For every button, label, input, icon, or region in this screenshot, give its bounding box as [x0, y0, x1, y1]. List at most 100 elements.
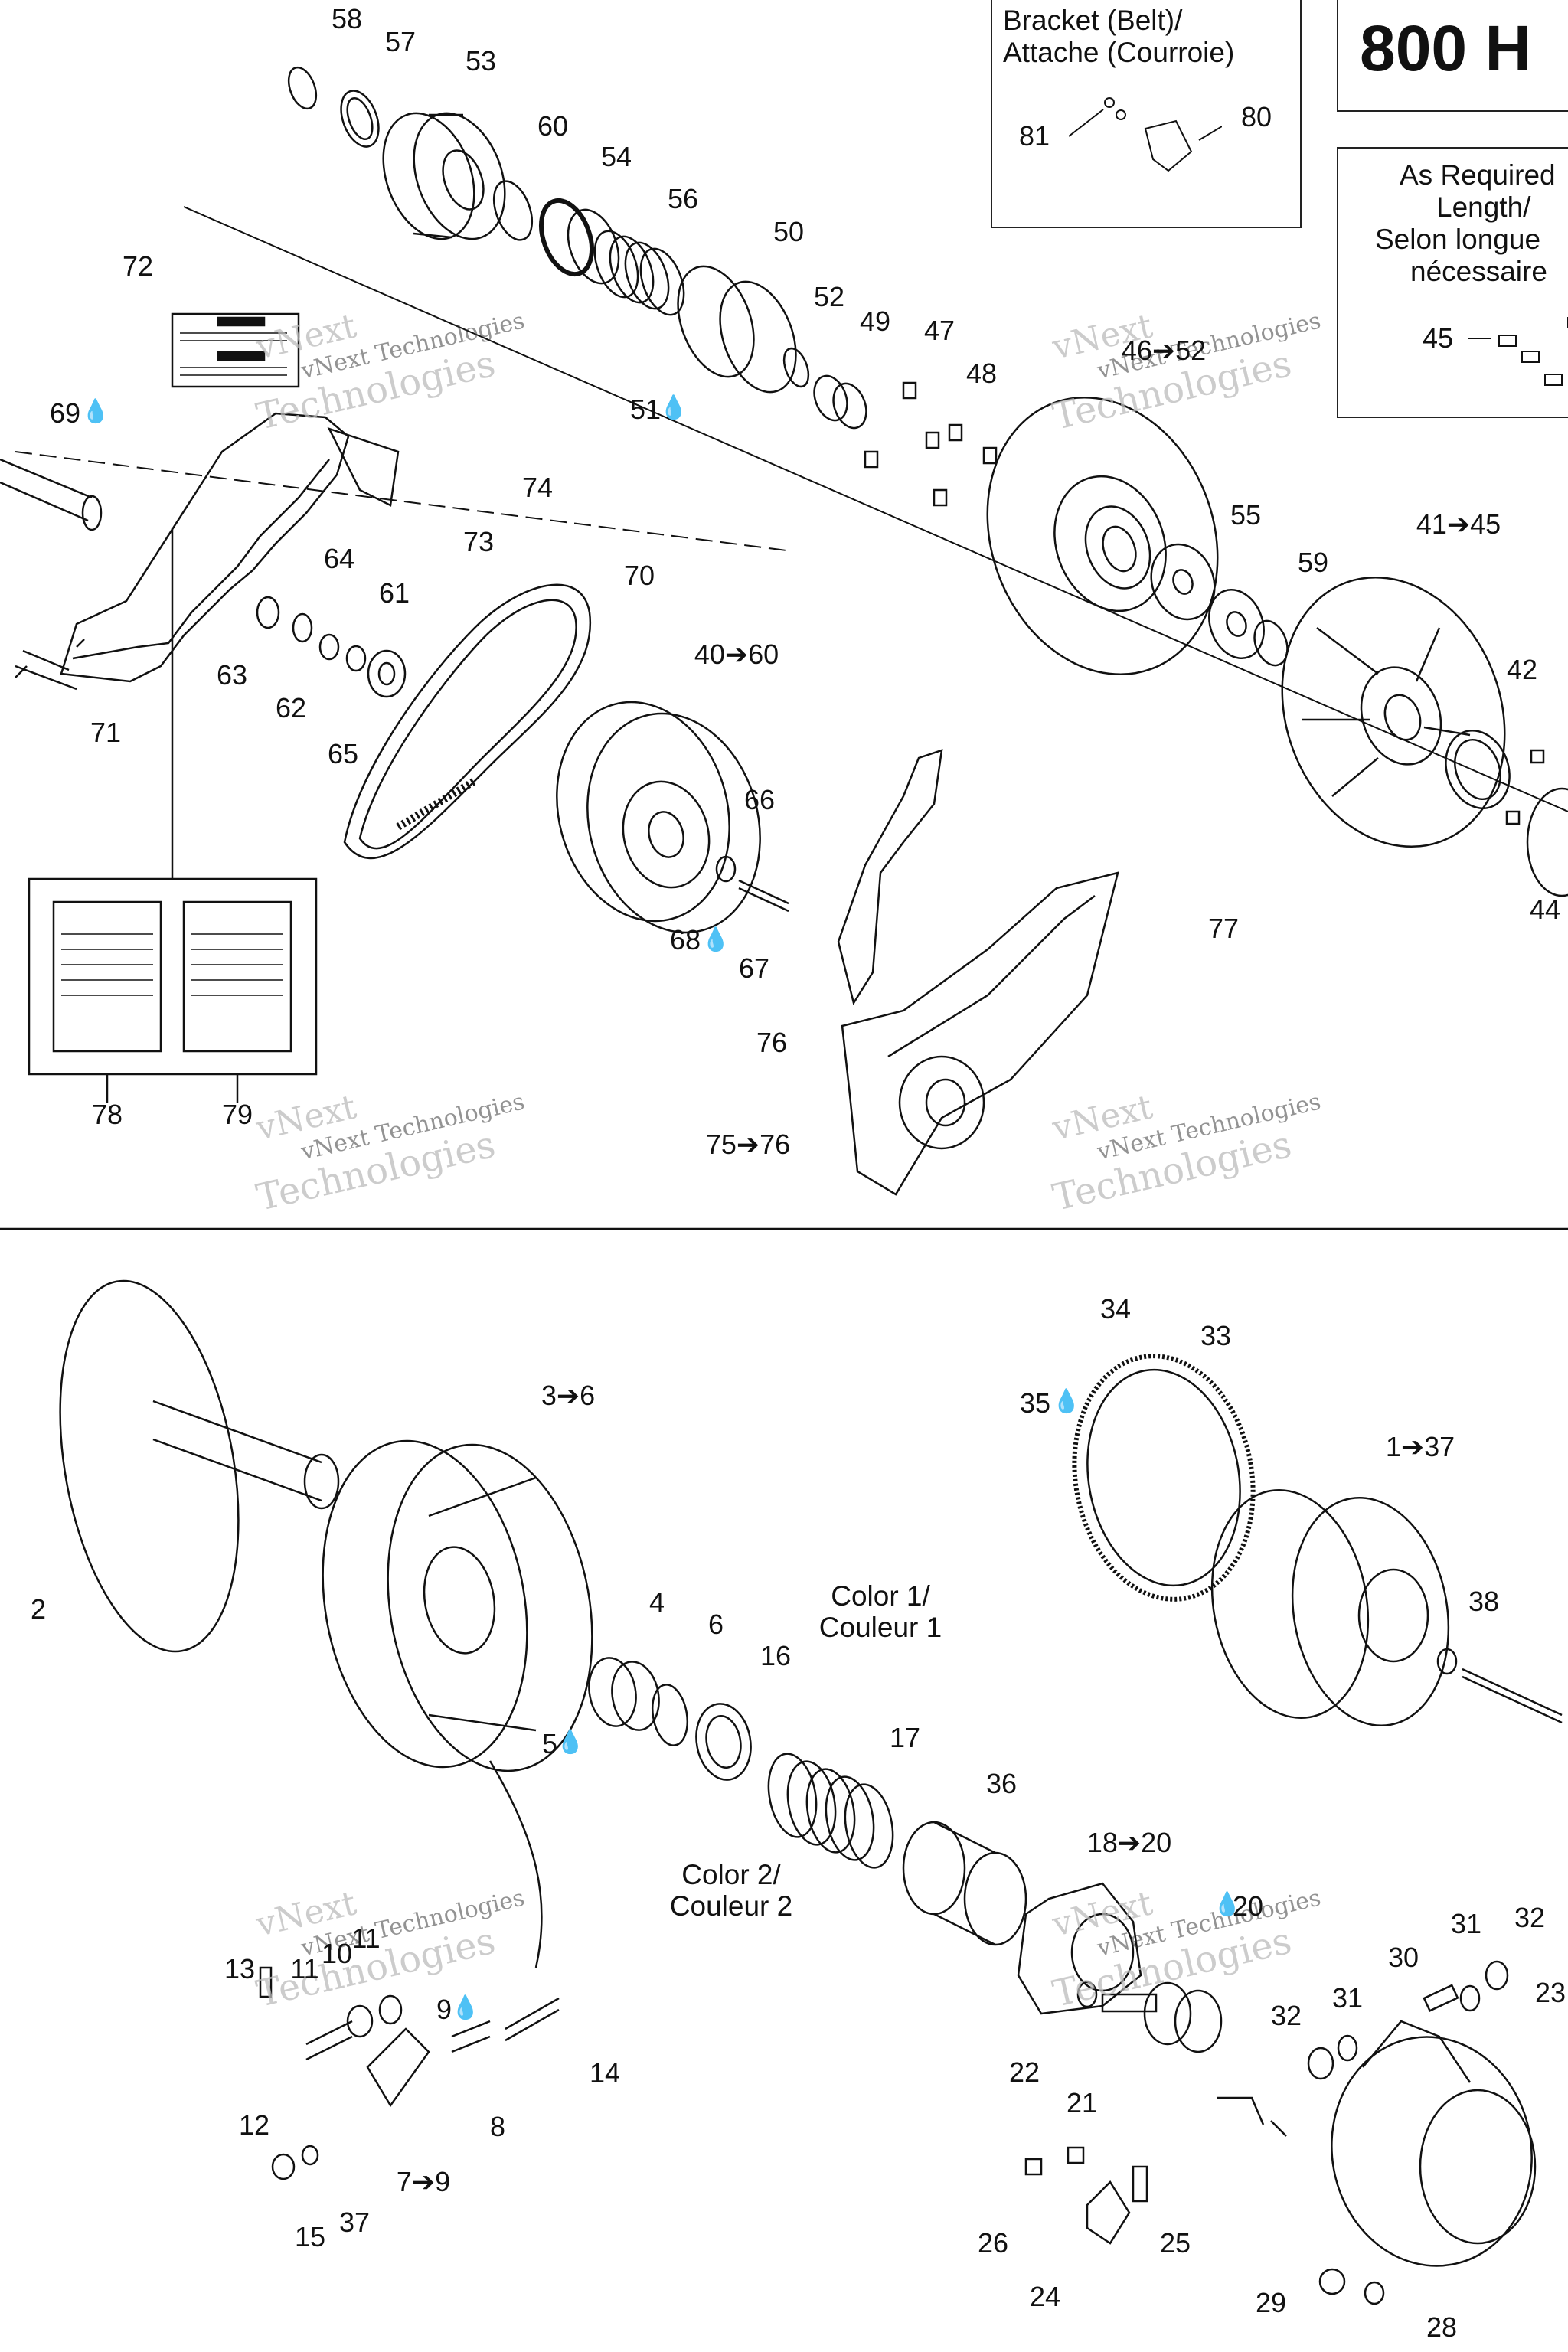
ring-57: [340, 90, 380, 148]
callout-81: 81: [1018, 120, 1050, 152]
callout-44: 44: [1529, 893, 1561, 925]
color-1-line1: Color 1/: [831, 1580, 930, 1612]
retaining-ring-58: [287, 66, 318, 110]
callout-72: 72: [122, 250, 154, 282]
callout-25: 25: [1159, 2227, 1191, 2259]
callout-46-52: 46➔52: [1121, 335, 1207, 366]
oil-drop-icon-20: 💧: [1213, 1892, 1242, 1917]
callout-70: 70: [623, 560, 655, 591]
color-2-note: Color 2/ Couleur 2: [670, 1859, 792, 1922]
callout-74: 74: [521, 472, 554, 503]
callout-32-b: 32: [1270, 2000, 1302, 2031]
callout-15: 15: [294, 2221, 326, 2252]
callout-10: 10: [321, 1938, 353, 1969]
bracket-icon: [1069, 97, 1222, 172]
bolt-66-67: [715, 855, 789, 913]
ring-59: [1253, 619, 1289, 667]
callout-40-60: 40➔60: [694, 639, 779, 670]
small-rings-61-65: [256, 596, 407, 698]
callout-67: 67: [738, 952, 770, 984]
oil-drop-icon-35: 💧: [1052, 1389, 1081, 1414]
oil-drop-icon-51: 💧: [659, 395, 688, 420]
callout-3-6: 3➔6: [541, 1380, 596, 1411]
callout-76: 76: [756, 1027, 788, 1058]
callout-1-37: 1➔37: [1385, 1431, 1455, 1462]
spring-42: [1445, 730, 1511, 809]
bolt-38: [1436, 1648, 1563, 1724]
ring-gear-33: [1072, 1354, 1256, 1602]
callout-35: 35: [1019, 1387, 1051, 1419]
screws-47-48: [864, 381, 998, 507]
assembly-leader-arrow: [488, 1760, 543, 1968]
callout-18-20: 18➔20: [1086, 1827, 1172, 1858]
callout-21: 21: [1066, 2087, 1098, 2118]
callout-26: 26: [977, 2227, 1009, 2259]
callout-45: 45: [1422, 322, 1454, 354]
ring-60: [492, 180, 534, 241]
callout-11-b: 11: [351, 1922, 381, 1954]
callout-78: 78: [91, 1099, 123, 1130]
callout-80: 80: [1240, 101, 1272, 132]
shaft-69: [0, 458, 103, 531]
assembly-leader-arrow-2: [1217, 2096, 1265, 2125]
callout-69: 69: [49, 397, 81, 429]
as-required-line4: nécessaire: [1410, 256, 1547, 287]
sheave-41-45: [1281, 576, 1506, 848]
small-parts-21-32: [1024, 1960, 1509, 2305]
bracket-inset-line1: Bracket (Belt)/: [1003, 5, 1183, 36]
color-2-line1: Color 2/: [681, 1859, 781, 1890]
callout-60: 60: [537, 110, 569, 142]
callout-31-b: 31: [1331, 1982, 1364, 2014]
callout-55: 55: [1230, 499, 1262, 531]
callout-42: 42: [1506, 654, 1538, 685]
callout-31-a: 31: [1450, 1908, 1482, 1939]
callout-4: 4: [648, 1586, 665, 1618]
oil-drop-icon-68: 💧: [701, 927, 730, 952]
cylinder-36: [902, 1821, 1027, 1946]
color-1-line2: Couleur 1: [818, 1612, 942, 1643]
callout-2: 2: [30, 1593, 47, 1625]
callout-68: 68: [669, 924, 701, 956]
sheave-40-60: [556, 701, 761, 934]
movable-sheave-3-6: [322, 1439, 593, 1772]
callout-7-9: 7➔9: [396, 2166, 451, 2197]
label-panel-78-79: [28, 528, 318, 1102]
fixed-sheave-2: [59, 1279, 340, 1653]
color-2-line2: Couleur 2: [669, 1890, 793, 1922]
color-1-note: Color 1/ Couleur 1: [819, 1580, 942, 1643]
callout-75-76: 75➔76: [705, 1129, 791, 1160]
callout-28: 28: [1426, 2311, 1458, 2343]
callout-32-a: 32: [1514, 1902, 1546, 1933]
bushing-near-32: [1143, 1981, 1223, 2053]
callout-61: 61: [378, 577, 410, 609]
spring-56: [593, 230, 685, 316]
callout-29: 29: [1255, 2287, 1287, 2318]
oil-drop-icon-5: 💧: [556, 1730, 585, 1755]
callout-47: 47: [923, 315, 956, 346]
callout-58: 58: [331, 3, 363, 34]
as-required-line3: Selon longue: [1375, 224, 1541, 255]
model-title-box: 800 H: [1337, 0, 1568, 112]
callout-30: 30: [1387, 1942, 1419, 1973]
callout-5: 5: [541, 1728, 558, 1759]
bracket-inset-box: Bracket (Belt)/ Attache (Courroie) 81 80: [991, 0, 1302, 228]
callout-54: 54: [600, 141, 632, 172]
bushing-54: [539, 198, 620, 285]
drive-belt-70: [343, 583, 592, 860]
bushing-4: [588, 1657, 660, 1731]
callout-20: 20: [1232, 1890, 1264, 1922]
bolts-icon: [1468, 317, 1568, 386]
callout-48: 48: [965, 358, 998, 389]
callout-62: 62: [275, 692, 307, 724]
oil-drop-icon-9: 💧: [451, 1995, 480, 2020]
callout-64: 64: [323, 543, 355, 574]
washers-55: [1150, 543, 1265, 660]
callout-53: 53: [465, 45, 497, 77]
callout-24: 24: [1029, 2281, 1061, 2312]
callout-37: 37: [338, 2207, 371, 2238]
callout-16: 16: [760, 1640, 792, 1671]
callout-50: 50: [773, 216, 805, 247]
callout-8: 8: [489, 2111, 506, 2142]
callout-57: 57: [384, 26, 416, 57]
callout-73: 73: [462, 526, 495, 557]
